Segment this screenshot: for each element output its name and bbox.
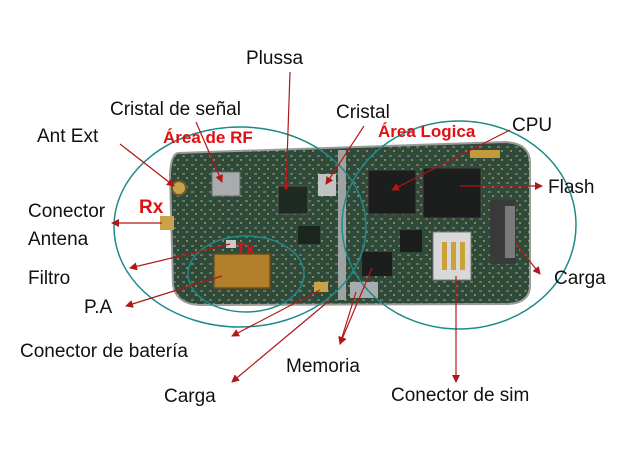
label-antena: Antena bbox=[28, 229, 89, 250]
label-cpu: CPU bbox=[512, 115, 553, 136]
sim-connector bbox=[432, 231, 472, 281]
label-memoria: Memoria bbox=[286, 356, 360, 377]
label-filtro: Filtro bbox=[28, 268, 71, 289]
flash-chip bbox=[422, 167, 482, 219]
label-carga-right: Carga bbox=[554, 268, 606, 289]
rf-shield bbox=[211, 171, 241, 197]
label-flash: Flash bbox=[548, 177, 595, 198]
crystal-component bbox=[318, 174, 336, 196]
label-pa: P.A bbox=[84, 297, 113, 318]
cpu-chip bbox=[367, 169, 417, 215]
tx-chip bbox=[226, 240, 236, 248]
arrow-carga-bottom bbox=[231, 299, 331, 383]
rf-area-ellipse bbox=[113, 126, 367, 328]
title-area-logica: Área Logica bbox=[378, 122, 476, 141]
label-carga-bottom: Carga bbox=[164, 386, 216, 407]
arrow-filtro bbox=[129, 243, 231, 271]
arrow-cristal-senal bbox=[195, 121, 223, 183]
label-plussa: Plussa bbox=[246, 48, 304, 69]
arrow-carga-right bbox=[515, 243, 541, 275]
label-cristal-senal: Cristal de señal bbox=[110, 99, 241, 120]
label-ant-ext: Ant Ext bbox=[37, 126, 99, 147]
arrow-ant-ext bbox=[119, 143, 175, 187]
arrow-plussa bbox=[282, 71, 291, 191]
rf-small-chip bbox=[298, 226, 320, 244]
logic-area-ellipse bbox=[341, 120, 577, 330]
title-rx: Rx bbox=[139, 197, 164, 218]
arrow-memoria-1 bbox=[339, 267, 373, 345]
arrow-pa bbox=[125, 275, 223, 308]
arrow-cristal bbox=[325, 125, 365, 185]
title-tx: Tx bbox=[236, 241, 255, 258]
antenna-connector bbox=[160, 180, 187, 230]
battery-connector bbox=[314, 282, 328, 292]
label-conector-sim: Conector de sim bbox=[391, 385, 530, 406]
arrow-cpu bbox=[391, 129, 511, 191]
title-area-rf: Área de RF bbox=[163, 128, 253, 147]
label-conector: Conector bbox=[28, 201, 106, 222]
pa-module bbox=[213, 253, 271, 289]
label-cristal: Cristal bbox=[336, 102, 390, 123]
logic-small-chip bbox=[400, 230, 422, 252]
pa-area-ellipse bbox=[187, 235, 305, 313]
arrow-memoria-2 bbox=[338, 291, 357, 345]
plussa-chip bbox=[277, 185, 309, 215]
memory-chip bbox=[362, 252, 392, 276]
arrow-conector-bateria bbox=[231, 289, 321, 337]
label-conector-bateria: Conector de batería bbox=[20, 341, 188, 362]
